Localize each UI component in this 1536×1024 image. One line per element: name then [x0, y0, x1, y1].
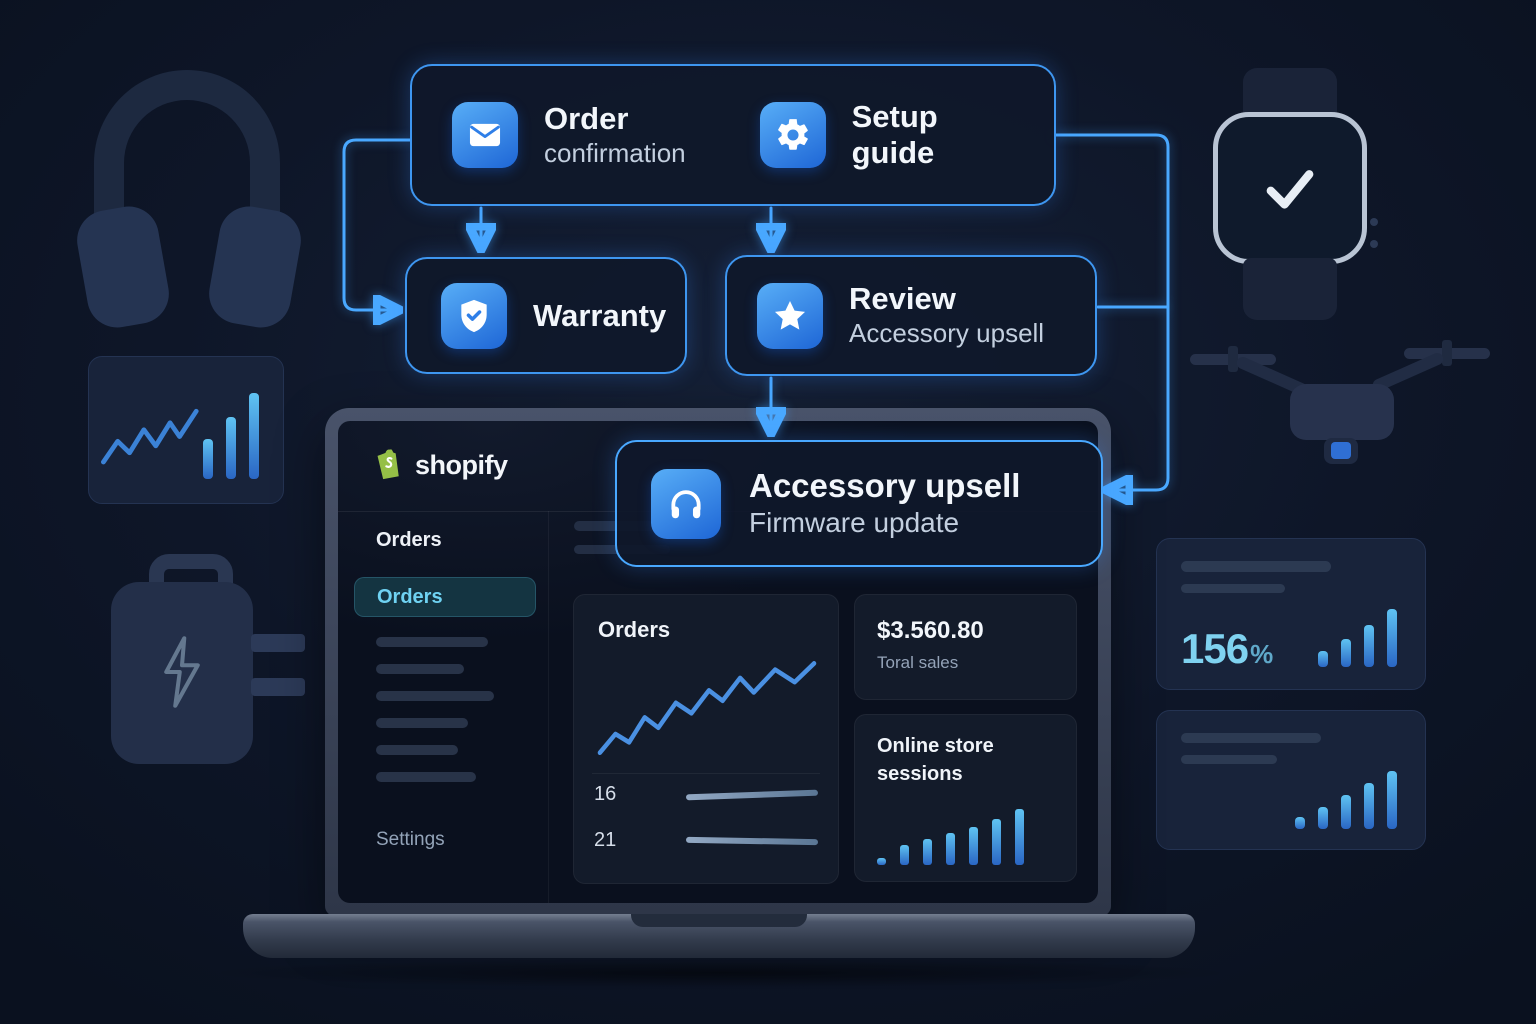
- brand-name: shopify: [415, 449, 508, 480]
- placeholder-line: [1181, 561, 1331, 572]
- mini-bar-chart: [203, 393, 259, 479]
- drone-hub-left: [1228, 346, 1238, 372]
- checkmark-icon: [1266, 170, 1314, 209]
- shield-check-icon: [441, 282, 507, 349]
- lightning-icon: [164, 636, 200, 708]
- stat-card-bars: [1156, 710, 1426, 850]
- drone-camera-lens: [1331, 442, 1351, 459]
- percent-value: 156: [1181, 625, 1249, 672]
- node-subtitle: Accessory upsell: [849, 318, 1045, 349]
- placeholder-line: [1181, 733, 1321, 743]
- shopify-bag-icon: [377, 449, 399, 480]
- total-sales-label: Toral sales: [877, 653, 959, 672]
- orders-row-value: 21: [594, 829, 617, 851]
- node-title: Warranty: [533, 297, 667, 333]
- sidebar-placeholder[interactable]: [376, 691, 494, 701]
- laptop-base: [243, 914, 1195, 958]
- stat-bar-chart: [1295, 771, 1397, 829]
- flow-node-setup-guide: Setup guide: [759, 99, 1014, 170]
- flow-node-order-and-setup: Order confirmation Setup guide: [410, 64, 1056, 206]
- orders-trend-chart: [597, 661, 817, 756]
- sidebar-placeholder[interactable]: [376, 718, 468, 728]
- stat-card-percent: 156%: [1156, 538, 1426, 690]
- node-text: Accessory upsell Firmware update: [749, 467, 1020, 540]
- orders-card-title: Orders: [598, 617, 671, 642]
- node-text: Review Accessory upsell: [849, 281, 1044, 349]
- star-icon: [757, 282, 823, 349]
- laptop-base-notch: [631, 914, 807, 927]
- card-divider: [592, 773, 820, 774]
- mini-chart-card-left: [88, 356, 284, 504]
- percent-stat: 156%: [1181, 625, 1273, 673]
- sidebar-placeholder-items: [376, 637, 494, 782]
- sidebar-heading: Orders: [376, 529, 442, 551]
- drone-illustration: [1190, 340, 1490, 510]
- sidebar-item-settings[interactable]: Settings: [376, 829, 445, 850]
- sidebar-placeholder[interactable]: [376, 637, 488, 647]
- headphones-illustration: [72, 58, 306, 333]
- online-store-sessions-card: Online store sessions: [854, 714, 1077, 882]
- placeholder-line: [1181, 584, 1285, 593]
- shopify-header: shopify: [373, 447, 508, 483]
- node-subtitle: Firmware update: [749, 506, 960, 538]
- envelope-icon: [452, 101, 518, 168]
- orders-row-bar: [685, 789, 819, 800]
- node-text: Order confirmation: [544, 101, 686, 169]
- charger-prong-bottom: [251, 678, 305, 696]
- charger-body: [111, 582, 253, 764]
- node-text: Setup guide: [852, 99, 1014, 170]
- smartwatch-illustration: [1205, 68, 1381, 320]
- sessions-title-line1: Online store: [877, 735, 994, 757]
- watch-button: [1370, 218, 1378, 226]
- node-title: Setup guide: [851, 99, 938, 170]
- orders-row-bar: [685, 836, 819, 845]
- node-title: Order: [544, 100, 629, 136]
- watch-body: [1213, 112, 1367, 264]
- flow-node-warranty: Warranty: [405, 257, 687, 374]
- orders-row-value: 16: [594, 783, 617, 805]
- sidebar-placeholder[interactable]: [376, 664, 464, 674]
- sidebar-item-orders[interactable]: Orders: [354, 577, 536, 617]
- stat-bar-chart: [1318, 609, 1397, 667]
- sidebar-divider: [548, 511, 549, 903]
- node-title: Review: [849, 281, 956, 317]
- orders-row: 16: [594, 783, 819, 806]
- sidebar-placeholder[interactable]: [376, 745, 458, 755]
- charger-prong-top: [251, 634, 305, 652]
- node-subtitle: confirmation: [544, 137, 686, 168]
- headphones-icon: [651, 468, 721, 539]
- total-sales-card: $3.560.80 Toral sales: [854, 594, 1077, 700]
- watch-strap-bottom: [1243, 258, 1337, 320]
- total-sales-value: $3.560.80: [877, 617, 984, 644]
- sessions-bar-chart: [877, 809, 1024, 865]
- drone-body: [1290, 384, 1394, 440]
- mini-line-chart: [101, 408, 199, 465]
- flow-node-review: Review Accessory upsell: [725, 255, 1097, 376]
- flow-node-order-confirmation: Order confirmation: [452, 101, 686, 169]
- node-title: Accessory upsell: [749, 467, 1021, 505]
- watch-button: [1370, 240, 1378, 248]
- connector-top-to-warranty: [342, 138, 412, 310]
- orders-row: 21: [594, 829, 819, 852]
- gear-icon: [759, 102, 826, 168]
- flow-node-accessory-upsell: Accessory upsell Firmware update: [615, 440, 1103, 567]
- sidebar-placeholder[interactable]: [376, 772, 476, 782]
- orders-card: Orders 16 21: [573, 594, 839, 884]
- laptop-shadow: [200, 958, 1240, 988]
- node-text: Warranty: [533, 298, 666, 334]
- drone-hub-right: [1442, 340, 1452, 366]
- placeholder-line: [1181, 755, 1277, 764]
- percent-unit: %: [1250, 639, 1273, 669]
- sessions-title-line2: sessions: [877, 763, 963, 785]
- charger-illustration: [105, 552, 315, 767]
